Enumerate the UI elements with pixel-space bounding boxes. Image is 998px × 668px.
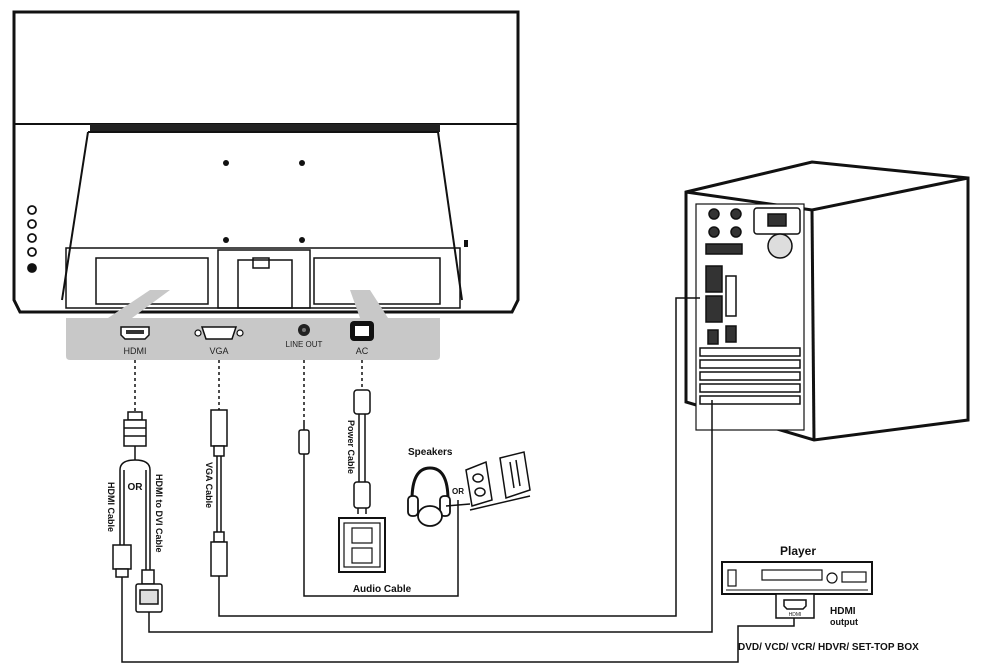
hdmi-output-sublabel: output (830, 617, 858, 627)
hdmi-connector-bottom (112, 544, 132, 578)
line-out-label: LINE OUT (286, 340, 323, 349)
hdmi-or-label: OR (128, 482, 144, 493)
player-hdmi-port-label: HDMI (789, 612, 802, 618)
hdmi-connector-top (123, 411, 147, 447)
player-label: Player (780, 544, 816, 558)
power-cable-label: Power Cable (346, 420, 356, 474)
hdmi-output-label: HDMI (830, 606, 856, 617)
line-out-label-text: LINE OUT (286, 340, 323, 349)
power-cable (353, 389, 371, 514)
pc-rear-panel (695, 203, 805, 431)
speakers-icon (465, 451, 531, 511)
vga-cable-label: VGA Cable (204, 462, 214, 508)
pc-vga-port-icon (705, 265, 723, 293)
vga-port (194, 326, 244, 340)
kensington-slot-icon (464, 240, 468, 247)
vga-cable (210, 409, 228, 577)
port-panel-callout-left (108, 290, 170, 318)
player-device (721, 561, 873, 595)
player-hdmi-port (775, 593, 815, 619)
headphone-or-label: OR (452, 487, 464, 496)
hdmi-port-label: HDMI (124, 346, 147, 356)
hdmi-cable-split (119, 446, 151, 570)
audio-cable (303, 454, 459, 597)
port-panel-callout-right (350, 290, 388, 318)
port-dotted-leads (134, 360, 363, 420)
outlet-socket-icon (351, 527, 373, 544)
dvi-route (148, 400, 713, 633)
hdmi-port (120, 326, 150, 340)
audio-cable-label: Audio Cable (353, 584, 412, 595)
dvi-connector-bottom (135, 569, 163, 613)
monitor-buttons (27, 205, 37, 273)
fan-grille-icon (767, 233, 793, 259)
port-panel (66, 318, 440, 360)
player-types-label: DVD/ VCD/ VCR/ HDVR/ SET-TOP BOX (738, 642, 919, 653)
disc-tray-icon (761, 569, 823, 581)
wall-outlet (338, 517, 386, 573)
hdmi-port-icon (126, 330, 144, 334)
monitor-vesa-holes (223, 160, 305, 243)
vga-port-label: VGA (209, 346, 228, 356)
vga-route (218, 297, 700, 617)
audio-plug (298, 420, 310, 455)
ac-port (350, 321, 374, 341)
hdmi-dvi-cable-label: HDMI to DVI Cable (154, 474, 164, 553)
speakers-label: Speakers (408, 447, 453, 458)
monitor-back (12, 10, 520, 314)
vga-screw-icon (194, 329, 202, 337)
ac-port-label: AC (356, 346, 369, 356)
headphones-icon (407, 466, 451, 527)
power-socket-icon (355, 326, 369, 336)
speaker-feed-line (445, 503, 471, 507)
line-out-port (298, 324, 310, 336)
hdmi-route (121, 577, 795, 663)
audio-jack-icon (302, 328, 306, 332)
hdmi-cable-label: HDMI Cable (106, 482, 116, 532)
